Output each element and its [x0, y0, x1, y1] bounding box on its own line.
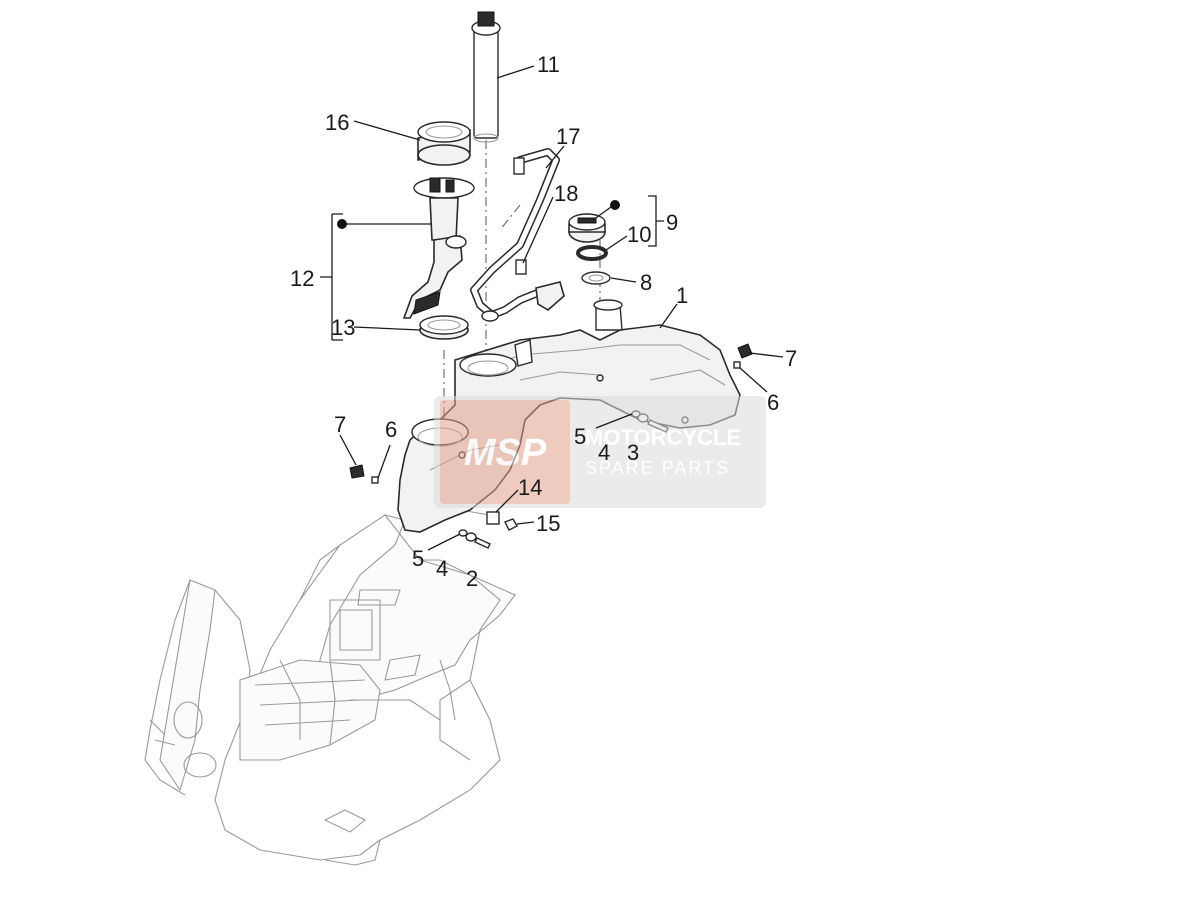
callout-1: 1 — [676, 283, 688, 308]
callout-6-left: 6 — [385, 417, 397, 442]
pump-seal — [419, 315, 469, 340]
scooter-frame — [144, 509, 516, 866]
callout-4-bottom: 4 — [436, 556, 448, 581]
callout-14: 16 — [325, 110, 349, 135]
callout-10: 10 — [627, 222, 651, 247]
callout-5-right: 5 — [574, 424, 586, 449]
leader-lines — [320, 65, 784, 551]
callout-17: 15 — [536, 511, 560, 536]
callout-7-right: 7 — [785, 346, 797, 371]
fuel-cap — [568, 213, 606, 243]
callout-4-right: 4 — [598, 440, 610, 465]
callout-3: 3 — [627, 440, 639, 465]
watermark-logo: MSP — [464, 432, 547, 474]
cap-gasket — [576, 245, 608, 261]
kit-marker-fuel-cap — [610, 200, 620, 210]
kit-marker-fuel-pump — [337, 219, 347, 229]
fuel-pump — [402, 177, 475, 319]
callout-15: 17 — [556, 124, 580, 149]
callout-6-right: 6 — [767, 390, 779, 415]
hose-clip — [515, 259, 527, 275]
callouts: 11 16 17 18 9 10 12 8 1 13 7 6 7 6 5 4 3… — [290, 52, 797, 591]
callout-2: 2 — [466, 566, 478, 591]
fuel-level-sender — [471, 11, 501, 143]
callout-5-bottom: 5 — [412, 546, 424, 571]
watermark-line2: SPARE PARTS — [585, 458, 730, 478]
kit-markers — [337, 200, 620, 229]
lock-ring — [417, 121, 471, 166]
callout-13: 13 — [331, 315, 355, 340]
callout-8: 8 — [640, 270, 652, 295]
callout-9: 9 — [666, 210, 678, 235]
callout-12: 12 — [290, 266, 314, 291]
filler-ring — [581, 271, 611, 285]
callout-16: 14 — [518, 475, 542, 500]
watermark: MSP MOTORCYCLE SPARE PARTS — [434, 396, 766, 508]
fuel-hose — [470, 148, 565, 322]
callout-7-left: 7 — [334, 412, 346, 437]
callout-18: 18 — [554, 181, 578, 206]
watermark-line1: MOTORCYCLE — [585, 425, 741, 450]
callout-11: 11 — [537, 52, 560, 77]
